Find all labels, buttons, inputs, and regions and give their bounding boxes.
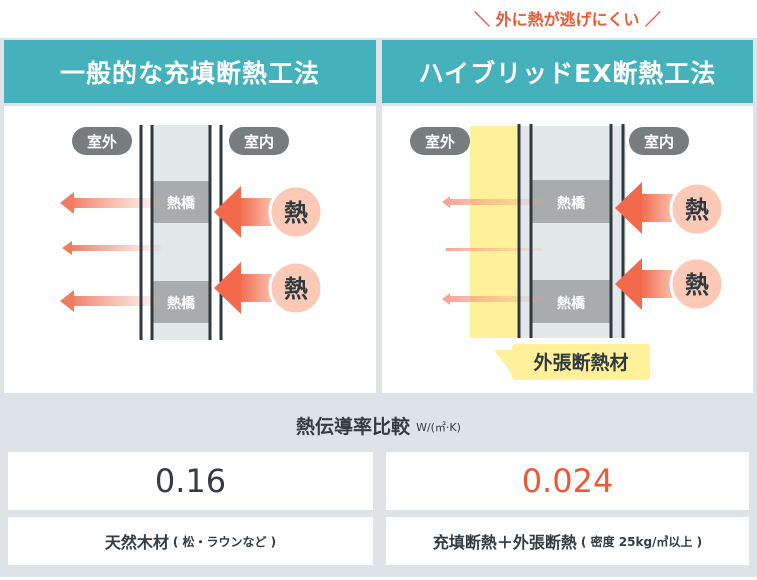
heat-loss-arrow bbox=[60, 290, 160, 312]
callout-pointer bbox=[494, 350, 512, 374]
conventional-wall-diagram: 熱橋 熱橋 熱 熱 室外 室内 bbox=[60, 125, 324, 340]
inside-pill bbox=[229, 127, 289, 155]
heat-icon bbox=[669, 181, 725, 237]
heat-loss-arrow bbox=[62, 241, 162, 255]
inside-label: 室内 bbox=[244, 133, 274, 151]
heat-bridge-label: 熱橋 bbox=[557, 195, 586, 212]
heat-icon bbox=[268, 184, 324, 240]
header-hybrid-ex: ハイブリッドEX断熱工法 bbox=[382, 40, 753, 103]
heat-loss-arrow bbox=[442, 196, 544, 208]
heat-bridge bbox=[152, 281, 210, 323]
comparison-unit: W/(㎡·K) bbox=[416, 421, 461, 434]
heat-label: 熱 bbox=[685, 196, 709, 224]
exterior-insulation bbox=[470, 126, 518, 338]
conventional-diagram-panel: 熱橋 熱橋 熱 熱 室外 室内 bbox=[4, 106, 376, 393]
heat-label: 熱 bbox=[685, 271, 709, 299]
heat-loss-arrow bbox=[446, 248, 542, 251]
conventional-value: 0.16 bbox=[8, 452, 373, 510]
exterior-insulation-label: 外張断熱材 bbox=[533, 351, 628, 374]
heat-bridge-label: 熱橋 bbox=[167, 295, 196, 312]
heat-bridge-label: 熱橋 bbox=[167, 195, 196, 212]
conventional-material: 天然木材( 松・ラウンなど ) bbox=[8, 517, 373, 565]
comparison-title: 熱伝導率比較 W/(㎡·K) bbox=[0, 400, 757, 450]
exterior-insulation-callout bbox=[512, 344, 650, 380]
hybrid-diagram-panel: 熱橋 熱橋 熱 熱 室外 室内 外張断熱材 bbox=[382, 106, 753, 393]
heat-loss-arrow bbox=[442, 293, 544, 305]
heat-icon bbox=[669, 256, 725, 312]
header-conventional: 一般的な充填断熱工法 bbox=[4, 40, 376, 103]
material-note: ( 松・ラウンなど ) bbox=[172, 534, 277, 549]
outside-pill bbox=[410, 127, 470, 155]
outside-pill bbox=[72, 127, 132, 155]
heat-icon bbox=[268, 260, 324, 316]
heat-bridge bbox=[152, 181, 210, 223]
outside-label: 室外 bbox=[87, 133, 117, 151]
inside-label: 室内 bbox=[644, 133, 674, 151]
material-label: 充填断熱＋外張断熱 bbox=[432, 533, 577, 552]
heat-bridge-label: 熱橋 bbox=[557, 295, 586, 312]
inside-pill bbox=[629, 127, 689, 155]
material-note: ( 密度 25kg/㎥以上 ) bbox=[580, 534, 703, 549]
heat-loss-arrow bbox=[60, 192, 160, 214]
heat-label: 熱 bbox=[284, 199, 308, 227]
heat-label: 熱 bbox=[284, 275, 308, 303]
hybrid-wall-diagram: 熱橋 熱橋 熱 熱 室外 室内 外張断熱材 bbox=[410, 124, 725, 380]
hybrid-material: 充填断熱＋外張断熱( 密度 25kg/㎥以上 ) bbox=[386, 517, 749, 565]
comparison-title-text: 熱伝導率比較 bbox=[296, 415, 411, 438]
hybrid-value: 0.024 bbox=[386, 452, 749, 510]
tagline: ＼ 外に熱が逃げにくい ／ bbox=[474, 10, 661, 29]
material-label: 天然木材 bbox=[104, 533, 169, 552]
outside-label: 室外 bbox=[425, 133, 455, 151]
